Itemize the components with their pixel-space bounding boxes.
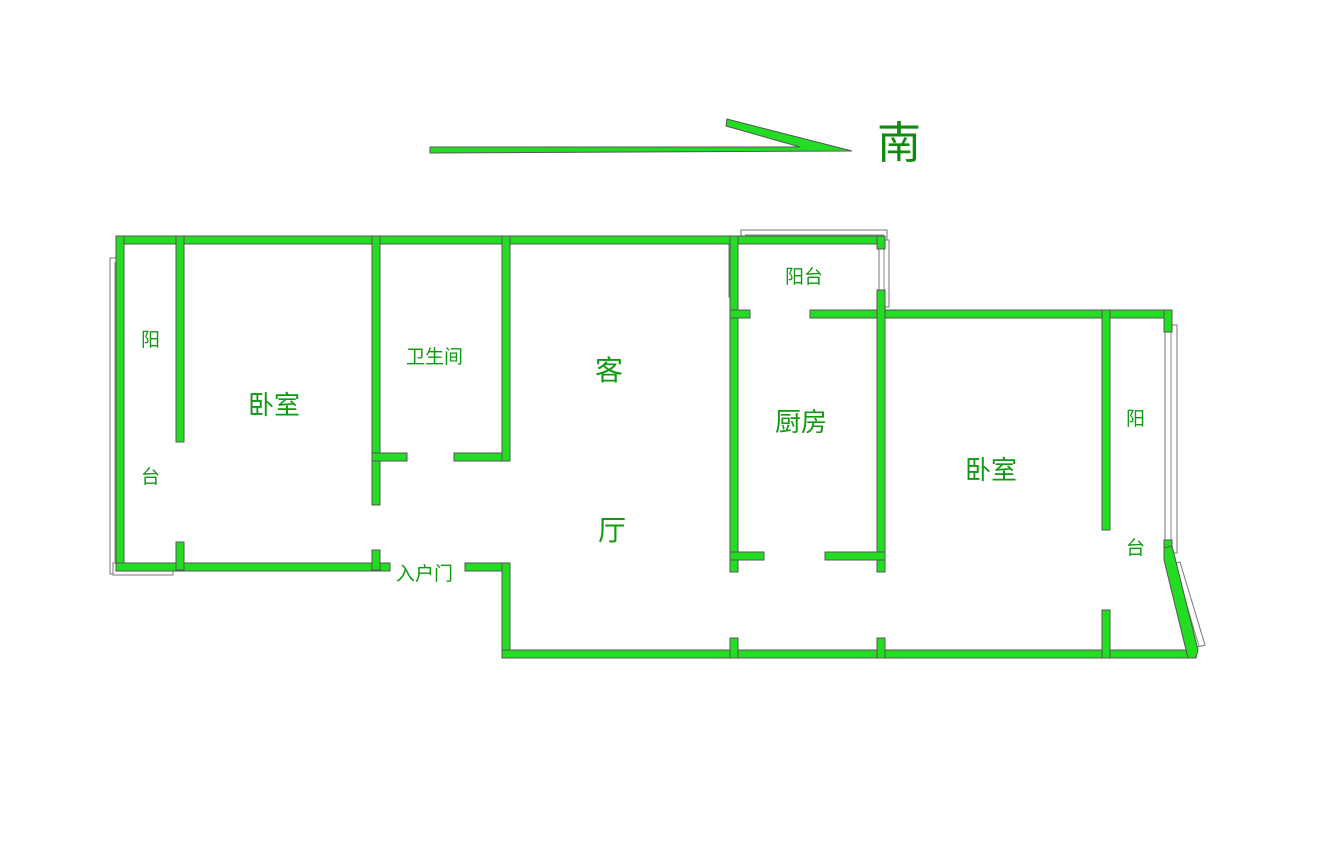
living-room-label-top: 客 <box>595 354 623 387</box>
balcony-left-label-top: 阳 <box>141 329 160 351</box>
room-labels: 阳 台 卧室 卫生间 客 厅 入户门 阳台 厨房 卧室 阳 台 <box>141 266 1145 585</box>
kitchen-label: 厨房 <box>775 408 827 438</box>
entrance-door-label: 入户门 <box>396 563 453 585</box>
arrow-shaft <box>429 118 853 154</box>
compass-arrow <box>429 118 853 154</box>
living-room-label-bottom: 厅 <box>598 514 626 547</box>
balcony-right-label-bottom: 台 <box>1126 537 1145 559</box>
balcony-left-label-bottom: 台 <box>141 466 160 488</box>
walls <box>115 235 1199 659</box>
balcony-top-label: 阳台 <box>785 266 823 288</box>
bedroom-left-label: 卧室 <box>248 391 300 421</box>
balcony-right-label-top: 阳 <box>1126 408 1145 430</box>
bedroom-right-label: 卧室 <box>965 456 1017 486</box>
compass-direction-label: 南 <box>877 118 921 169</box>
bathroom-label: 卫生间 <box>406 346 463 368</box>
windows <box>109 229 1206 649</box>
